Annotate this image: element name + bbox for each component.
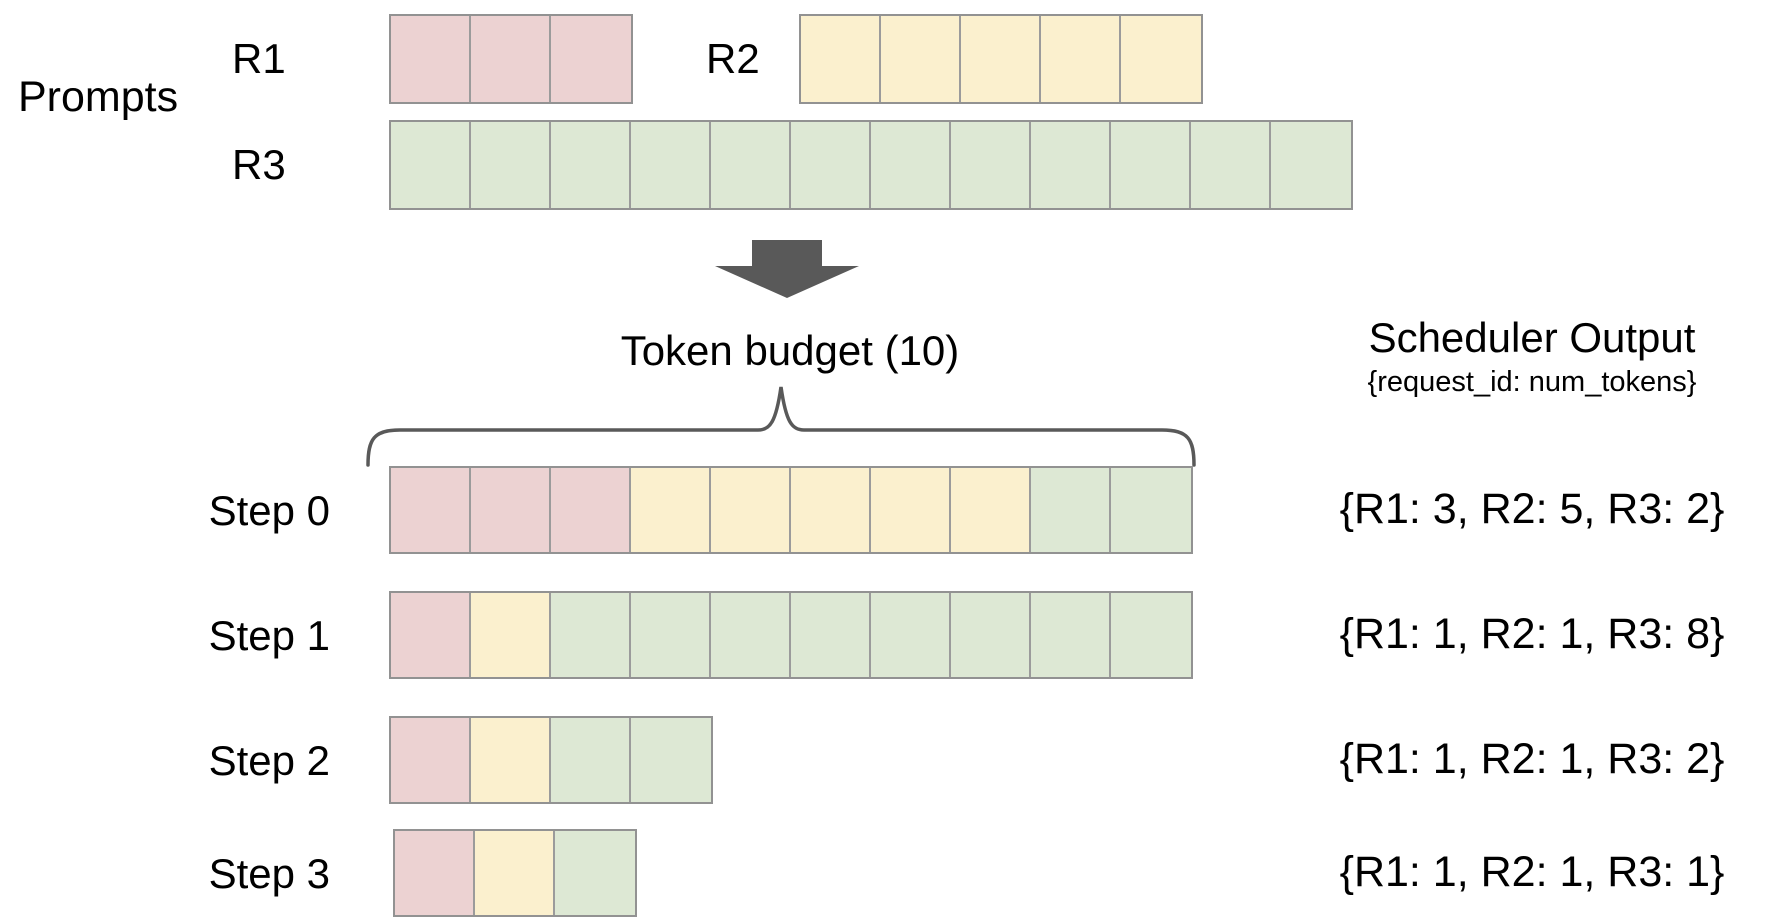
step-3-label: Step 3: [208, 850, 330, 897]
token-cell-r3: [631, 718, 711, 802]
token-cell-r3: [631, 122, 711, 208]
token-cell-r3: [1111, 593, 1191, 677]
token-cell-r1: [471, 468, 551, 552]
token-cell-r3: [551, 122, 631, 208]
token-cell-r2: [475, 831, 555, 915]
token-cell-r3: [951, 122, 1031, 208]
token-cell-r3: [951, 593, 1031, 677]
step-0-output: {R1: 3, R2: 5, R3: 2}: [1339, 485, 1725, 533]
token-cell-r3: [471, 122, 551, 208]
step-1-row: [389, 591, 1193, 679]
prompt-row-r1: [389, 14, 633, 104]
scheduler-output-subtitle: {request_id: num_tokens}: [1367, 366, 1697, 398]
token-cell-r1: [551, 468, 631, 552]
token-cell-r3: [791, 122, 871, 208]
token-cell-r2: [471, 593, 551, 677]
token-cell-r1: [551, 16, 631, 102]
step-1-label: Step 1: [208, 612, 330, 659]
token-cell-r2: [951, 468, 1031, 552]
token-cell-r2: [1121, 16, 1201, 102]
step-3-row: [393, 829, 637, 917]
token-cell-r3: [871, 593, 951, 677]
token-budget-brace: [366, 386, 1196, 467]
token-cell-r3: [551, 718, 631, 802]
step-0-row: [389, 466, 1193, 554]
token-cell-r2: [631, 468, 711, 552]
prompt-row-r3: [389, 120, 1353, 210]
token-cell-r2: [801, 16, 881, 102]
row-label-r1: R1: [232, 35, 286, 82]
token-cell-r3: [391, 122, 471, 208]
token-cell-r3: [1271, 122, 1351, 208]
step-1-output: {R1: 1, R2: 1, R3: 8}: [1339, 610, 1725, 658]
token-cell-r1: [391, 16, 471, 102]
row-label-r3: R3: [232, 141, 286, 188]
token-cell-r3: [871, 122, 951, 208]
token-cell-r3: [1111, 468, 1191, 552]
scheduler-output-title: Scheduler Output: [1368, 314, 1696, 361]
token-cell-r3: [1111, 122, 1191, 208]
token-cell-r3: [631, 593, 711, 677]
token-cell-r3: [711, 593, 791, 677]
token-cell-r2: [791, 468, 871, 552]
step-2-row: [389, 716, 713, 804]
token-budget-label: Token budget (10): [620, 327, 960, 374]
token-cell-r3: [1191, 122, 1271, 208]
token-cell-r2: [711, 468, 791, 552]
token-cell-r2: [881, 16, 961, 102]
down-arrow-icon: [715, 240, 859, 298]
step-0-label: Step 0: [208, 487, 330, 534]
token-cell-r3: [551, 593, 631, 677]
token-cell-r1: [391, 593, 471, 677]
token-cell-r1: [471, 16, 551, 102]
row-label-r2: R2: [706, 35, 760, 82]
token-cell-r3: [1031, 122, 1111, 208]
token-cell-r1: [395, 831, 475, 915]
token-cell-r3: [555, 831, 635, 915]
step-2-label: Step 2: [208, 737, 330, 784]
token-cell-r2: [871, 468, 951, 552]
token-cell-r3: [791, 593, 871, 677]
step-2-output: {R1: 1, R2: 1, R3: 2}: [1339, 735, 1725, 783]
token-cell-r2: [471, 718, 551, 802]
token-cell-r1: [391, 718, 471, 802]
prompts-label: Prompts: [18, 73, 179, 121]
token-cell-r3: [1031, 468, 1111, 552]
token-cell-r3: [1031, 593, 1111, 677]
prompt-row-r2: [799, 14, 1203, 104]
token-cell-r3: [711, 122, 791, 208]
token-cell-r2: [961, 16, 1041, 102]
token-cell-r2: [1041, 16, 1121, 102]
step-3-output: {R1: 1, R2: 1, R3: 1}: [1339, 848, 1725, 896]
token-cell-r1: [391, 468, 471, 552]
